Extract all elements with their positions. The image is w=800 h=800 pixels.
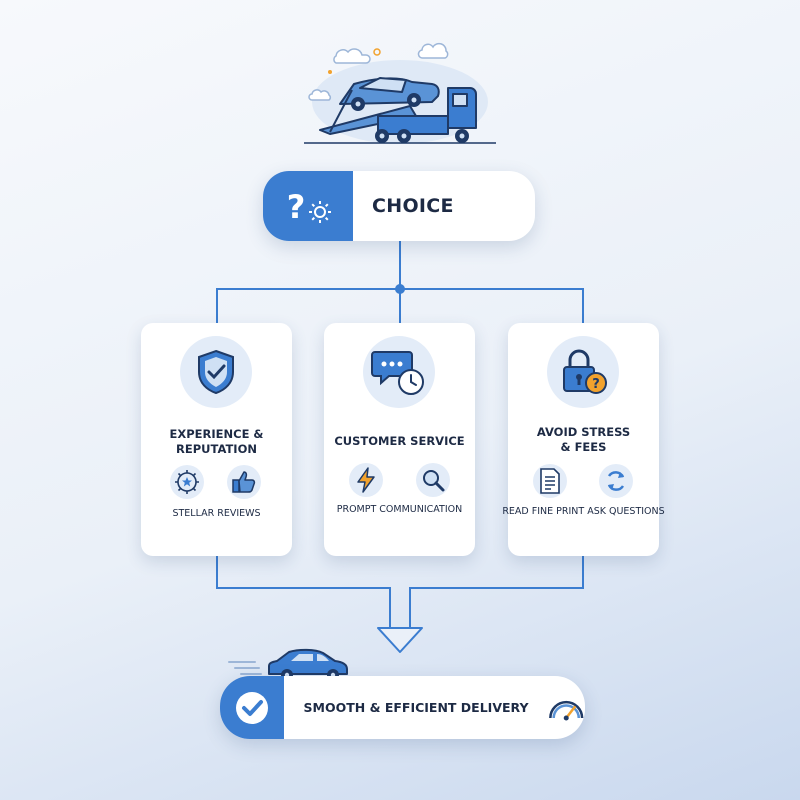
tow-truck-illustration [300,42,500,147]
badge [180,336,252,408]
chat-clock-icon [371,351,424,395]
document-icon [533,464,567,498]
svg-text:?: ? [592,377,600,392]
badge [363,336,435,408]
lightning-icon [349,463,383,497]
choice-label: CHOICE [372,195,454,217]
magnifier-icon [416,463,450,497]
lock-question-icon: ? [563,349,607,394]
svg-text:?: ? [287,188,306,226]
delivery-label: SMOOTH & EFFICIENT DELIVERY [303,700,529,715]
choice-pill: ? CHOICE [263,171,535,241]
card-caption: STELLAR REVIEWS [172,508,261,519]
card-caption: READ FINE PRINT ASK QUESTIONS [502,506,665,517]
delivery-icon-cap [220,676,284,739]
card-customer-service: CUSTOMER SERVICE PROMPT COMMUNICATION [324,323,475,556]
down-arrow-icon [377,627,423,653]
card-title: CUSTOMER SERVICE [334,434,465,448]
card-caption: PROMPT COMMUNICATION [336,504,463,515]
thumbs-up-icon [227,465,261,499]
gear-star-icon [170,465,204,499]
checkmark-icon [235,691,268,724]
delivery-pill: SMOOTH & EFFICIENT DELIVERY [220,676,585,739]
card-experience-reputation: EXPERIENCE & REPUTATION STELLAR REVIEWS [141,323,292,556]
card-avoid-stress-fees: ? AVOID STRESS & FEES READ FINE PRINT AS… [502,323,665,556]
card-title: EXPERIENCE & REPUTATION [169,427,264,456]
shield-check-icon [198,349,234,395]
badge: ? [547,336,619,408]
question-gear-icon: ? [287,188,331,226]
choice-icon-cap: ? [263,171,353,241]
card-title: AVOID STRESS & FEES [536,425,631,454]
speedometer-icon [548,700,583,721]
refresh-icon [599,464,633,498]
